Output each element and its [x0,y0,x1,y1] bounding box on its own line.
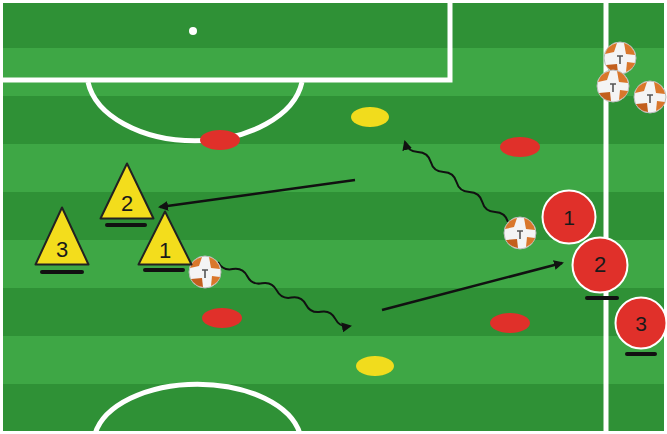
callout-number: 2 [121,193,133,215]
callout-number: 1 [159,240,171,262]
cone-marker: 2 [99,162,155,220]
cone-marker: 3 [34,206,90,266]
player-circle: 1 [541,189,597,245]
callout-number: 1 [563,207,575,228]
dribble-arrow [218,262,350,326]
callout-number: 3 [635,313,647,334]
player-circle: 2 [571,236,629,294]
cone-marker: 1 [137,210,193,266]
callout-number: 3 [56,239,68,261]
player-circle: 3 [614,296,667,350]
movement-arrows [160,142,562,326]
marker-discs [200,107,540,376]
dribble-arrow [405,142,508,222]
penalty-spot [189,27,197,35]
callout-number: 2 [594,254,606,276]
